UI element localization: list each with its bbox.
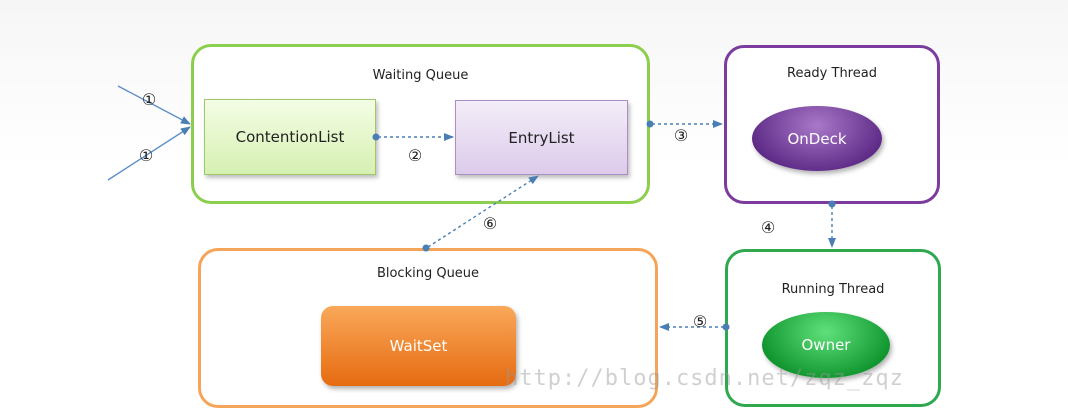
step-3-label: ③: [673, 126, 689, 145]
incoming-arrow-top: [117, 85, 191, 125]
running-thread-title: Running Thread: [781, 282, 885, 297]
incoming-arrow-bottom: [107, 126, 191, 181]
step-5-label: ⑤: [692, 312, 708, 331]
step-2-label: ②: [407, 146, 423, 165]
step-1-label-top: ①: [141, 90, 157, 109]
ready-thread-title: Ready Thread: [787, 66, 877, 81]
waiting-queue-title: Waiting Queue: [372, 68, 469, 83]
arrow-4-start-dot: [828, 200, 836, 208]
arrow-6: [427, 175, 539, 248]
arrow-3-start-dot: [646, 120, 654, 128]
arrow-6-start-dot: [422, 244, 430, 252]
step-1-label-bottom: ①: [138, 146, 154, 165]
owner-node: Owner: [762, 312, 890, 378]
step-4-label: ④: [760, 218, 776, 237]
arrow-5-start-dot: [722, 323, 730, 331]
watermark: http://blog.csdn.net/zqz_zqz: [505, 366, 904, 391]
waitset-node: WaitSet: [321, 306, 516, 386]
arrow-2-start-dot: [372, 133, 380, 141]
contention-list-node: ContentionList: [204, 99, 376, 175]
ondeck-node: OnDeck: [752, 106, 882, 171]
step-6-label: ⑥: [482, 214, 498, 233]
blocking-queue-title: Blocking Queue: [376, 266, 480, 281]
entry-list-node: EntryList: [455, 100, 628, 175]
